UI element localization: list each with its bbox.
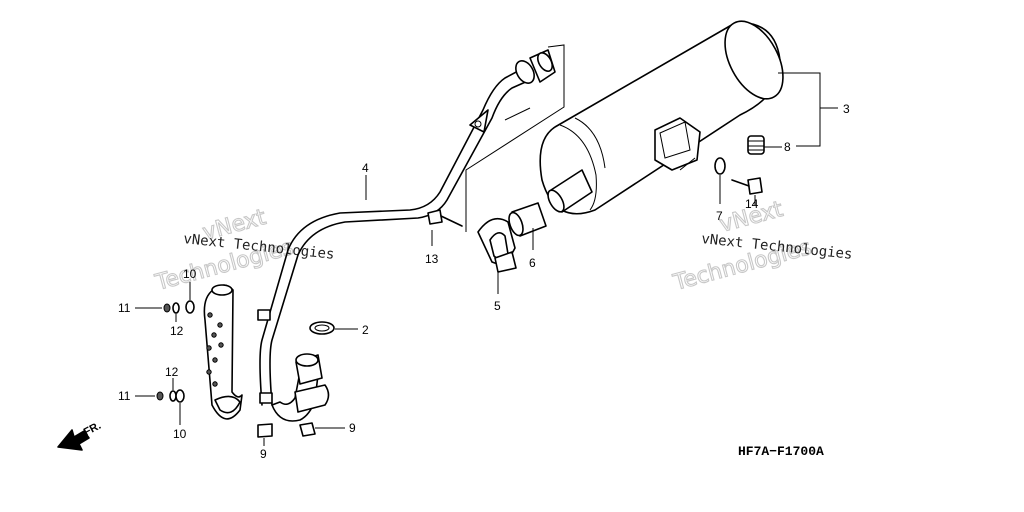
front-direction-arrow: FR. bbox=[57, 420, 103, 451]
bolt-13-part bbox=[427, 209, 463, 227]
heat-shield-part bbox=[203, 284, 243, 420]
front-direction-label: FR. bbox=[82, 420, 103, 439]
bolt-9-left-part bbox=[257, 423, 273, 438]
watermark-left: vNext Technologies vNext Technologies bbox=[152, 204, 336, 296]
callout-8: 8 bbox=[784, 140, 791, 154]
callout-9-left: 9 bbox=[260, 447, 267, 461]
callout-10-top: 10 bbox=[183, 267, 197, 281]
callout-12-bottom: 12 bbox=[165, 365, 179, 379]
gasket-part bbox=[309, 321, 335, 335]
callout-10-bottom: 10 bbox=[173, 427, 187, 441]
diagram-code: HF7A−F1700A bbox=[738, 444, 824, 459]
callout-7: 7 bbox=[716, 209, 723, 223]
callout-14: 14 bbox=[745, 197, 759, 211]
callout-5: 5 bbox=[494, 299, 501, 313]
callout-13: 13 bbox=[425, 252, 439, 266]
callout-12-top: 12 bbox=[170, 324, 184, 338]
clamp-part bbox=[477, 217, 517, 273]
fasteners-left bbox=[156, 300, 195, 403]
callout-4: 4 bbox=[362, 161, 369, 175]
pipe-seal-part bbox=[508, 202, 547, 237]
bolt-14-part bbox=[731, 177, 763, 195]
callout-11-top: 11 bbox=[118, 301, 131, 315]
callout-6: 6 bbox=[529, 256, 536, 270]
callout-3: 3 bbox=[843, 102, 850, 116]
callout-11-bottom: 11 bbox=[118, 389, 131, 403]
bolt-9-right-part bbox=[299, 422, 316, 437]
watermark-right: vNext Technologies vNext Technologies bbox=[670, 196, 854, 296]
leader-lines bbox=[135, 44, 838, 446]
callout-9-right: 9 bbox=[349, 421, 356, 435]
muffler-part bbox=[539, 20, 784, 215]
callout-labels: 2 3 4 5 6 7 8 9 9 10 10 11 11 12 12 13 1… bbox=[118, 102, 850, 461]
washer-7-part bbox=[714, 157, 726, 175]
plug-8-part bbox=[747, 135, 765, 155]
callout-2: 2 bbox=[362, 323, 369, 337]
exhaust-pipe-part bbox=[257, 49, 556, 422]
